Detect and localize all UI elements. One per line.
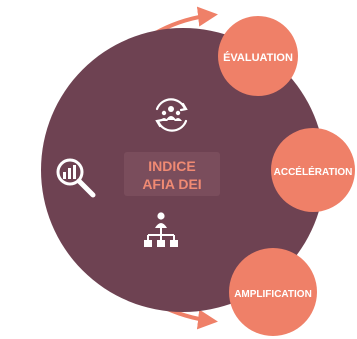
stage-amplification-circle [229, 248, 317, 336]
stage-acceleration-circle [271, 128, 355, 212]
stage-acceleration-label: ACCÉLÉRATION [274, 165, 353, 178]
stage-amplification-label: AMPLIFICATION [234, 289, 312, 300]
center-box [124, 152, 220, 196]
stage-evaluation-label: ÉVALUATION [223, 51, 293, 64]
stage-evaluation-circle [218, 16, 298, 96]
hierarchy-icon [144, 212, 178, 247]
center-title-line1: INDICE [148, 158, 195, 174]
magnify-chart-icon [56, 158, 96, 198]
team-cycle-icon [155, 98, 188, 132]
center-title-line2: AFIA DEI [142, 176, 201, 192]
